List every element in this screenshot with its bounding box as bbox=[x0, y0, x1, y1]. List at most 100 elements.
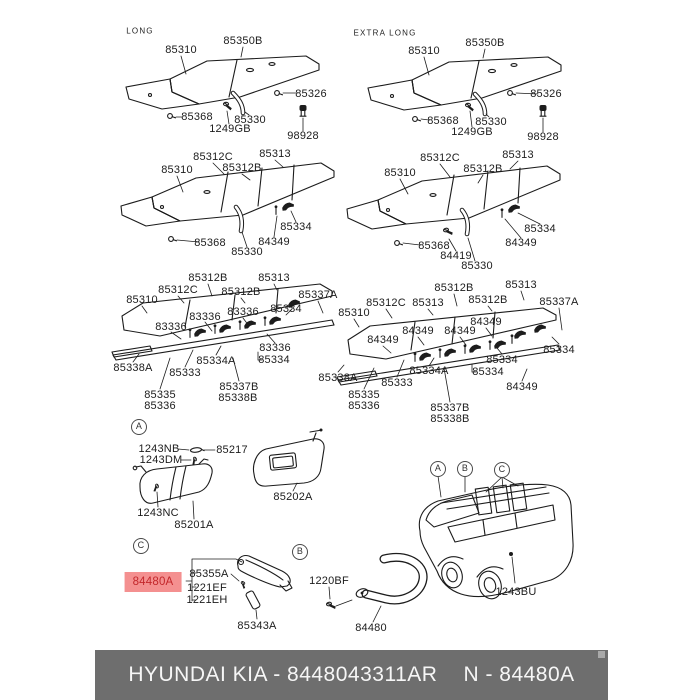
part-label-85313: 85313 bbox=[502, 149, 534, 161]
part-label-1249gb: 1249GB bbox=[209, 123, 251, 135]
part-label-85338b: 85338B bbox=[430, 413, 470, 425]
part-label-84349: 84349 bbox=[505, 237, 537, 249]
part-label-84349: 84349 bbox=[402, 325, 434, 337]
part-label-85312b: 85312B bbox=[434, 282, 474, 294]
part-label-85312c: 85312C bbox=[193, 151, 233, 163]
roof-trim-extra-long-drawing bbox=[336, 290, 563, 403]
footer-bar: HYUNDAI KIA - 8448043311AR N - 84480A bbox=[95, 650, 608, 700]
part-label-85310: 85310 bbox=[408, 45, 440, 57]
part-label-85310: 85310 bbox=[384, 167, 416, 179]
part-label-85330: 85330 bbox=[234, 114, 266, 126]
part-label-85310: 85310 bbox=[161, 164, 193, 176]
part-label-85334: 85334 bbox=[486, 354, 518, 366]
part-label-85310: 85310 bbox=[126, 294, 158, 306]
part-label-85334: 85334 bbox=[472, 366, 504, 378]
footer-part-code: HYUNDAI KIA - 8448043311AR bbox=[128, 663, 438, 686]
part-label-85350b: 85350B bbox=[223, 35, 263, 47]
part-label-83336: 83336 bbox=[227, 306, 259, 318]
callout-circle-b: B bbox=[457, 461, 473, 477]
callout-circle-c: C bbox=[133, 538, 149, 554]
grab-handle-drawing bbox=[325, 552, 428, 623]
headliner-4piece-long-drawing bbox=[120, 159, 335, 248]
part-label-85334: 85334 bbox=[543, 344, 575, 356]
part-label-84349: 84349 bbox=[258, 236, 290, 248]
part-label-85338b: 85338B bbox=[218, 392, 258, 404]
assist-handle-drawing bbox=[185, 555, 293, 620]
part-label-85355a: 85355A bbox=[189, 568, 229, 580]
part-label-85326: 85326 bbox=[530, 88, 562, 100]
part-label-85333: 85333 bbox=[381, 377, 413, 389]
part-label-85337a: 85337A bbox=[539, 296, 579, 308]
part-label-85337b: 85337B bbox=[219, 381, 259, 393]
part-label-85313: 85313 bbox=[505, 279, 537, 291]
part-label-85338a: 85338A bbox=[113, 362, 153, 374]
part-label-85313: 85313 bbox=[258, 272, 290, 284]
retainer-clip bbox=[245, 590, 261, 610]
part-label-85337b: 85337B bbox=[430, 402, 470, 414]
part-label-85335: 85335 bbox=[348, 389, 380, 401]
part-label-85343a: 85343A bbox=[237, 620, 277, 632]
part-label-85368: 85368 bbox=[181, 111, 213, 123]
part-label-85330: 85330 bbox=[475, 116, 507, 128]
minivan-drawing bbox=[418, 475, 574, 600]
headliner-extra-long-drawing bbox=[367, 48, 562, 133]
part-label-83336: 83336 bbox=[155, 321, 187, 333]
part-label-85368: 85368 bbox=[418, 240, 450, 252]
part-label-85334a: 85334A bbox=[409, 365, 449, 377]
part-label-98928: 98928 bbox=[287, 130, 319, 142]
part-label-85201a: 85201A bbox=[174, 519, 214, 531]
part-label-85337a: 85337A bbox=[298, 289, 338, 301]
part-label-83336: 83336 bbox=[189, 311, 221, 323]
part-label-85312b: 85312B bbox=[221, 286, 261, 298]
part-label-85312b: 85312B bbox=[463, 163, 503, 175]
part-label-85350b: 85350B bbox=[465, 37, 505, 49]
part-label-85334: 85334 bbox=[258, 354, 290, 366]
part-label-1220bf: 1220BF bbox=[309, 575, 349, 587]
footer-ref-code: N - 84480A bbox=[463, 663, 575, 686]
part-label-85310: 85310 bbox=[338, 307, 370, 319]
callout-circle-c: C bbox=[494, 462, 510, 478]
part-label-85334: 85334 bbox=[270, 303, 302, 315]
part-label-85326: 85326 bbox=[295, 88, 327, 100]
part-label-85202a: 85202A bbox=[273, 491, 313, 503]
callout-circle-a: A bbox=[131, 419, 147, 435]
part-label-84349: 84349 bbox=[367, 334, 399, 346]
callout-circle-a: A bbox=[430, 461, 446, 477]
part-label-85334a: 85334A bbox=[196, 355, 236, 367]
part-label-1243dm: 1243DM bbox=[139, 454, 183, 466]
part-label-85312b: 85312B bbox=[468, 294, 508, 306]
roof-trim-long-drawing bbox=[111, 283, 335, 390]
part-label-85334: 85334 bbox=[524, 223, 556, 235]
footer-corner-mark bbox=[598, 651, 605, 658]
part-label-1243nb: 1243NB bbox=[138, 443, 180, 455]
part-label-85312b: 85312B bbox=[222, 162, 262, 174]
part-label-85217: 85217 bbox=[216, 444, 248, 456]
part-label-84480: 84480 bbox=[355, 622, 387, 634]
part-label-85312b: 85312B bbox=[188, 272, 228, 284]
part-label-83336: 83336 bbox=[259, 342, 291, 354]
part-label-1243nc: 1243NC bbox=[137, 507, 179, 519]
part-label-84349: 84349 bbox=[444, 325, 476, 337]
part-label-85334: 85334 bbox=[280, 221, 312, 233]
part-label-1243bu: 1243BU bbox=[495, 586, 537, 598]
visor-rod-icon bbox=[189, 447, 205, 453]
part-label-1249gb: 1249GB bbox=[451, 126, 493, 138]
part-label-85338a: 85338A bbox=[318, 372, 358, 384]
headliner-long-drawing bbox=[125, 46, 320, 132]
part-label-1221eh: 1221EH bbox=[186, 594, 228, 606]
part-label-84480a: 84480A bbox=[124, 572, 182, 592]
part-label-long: LONG bbox=[126, 26, 154, 36]
part-label-85313: 85313 bbox=[412, 297, 444, 309]
part-label-85368: 85368 bbox=[427, 115, 459, 127]
part-label-85312c: 85312C bbox=[420, 152, 460, 164]
part-label-84419: 84419 bbox=[440, 250, 472, 262]
part-label-85310: 85310 bbox=[165, 44, 197, 56]
part-label-85335: 85335 bbox=[144, 389, 176, 401]
part-label-85313: 85313 bbox=[259, 148, 291, 160]
part-label-85330: 85330 bbox=[231, 246, 263, 258]
part-label-84349: 84349 bbox=[506, 381, 538, 393]
part-label-extra-long: EXTRA LONG bbox=[353, 28, 417, 38]
part-label-85368: 85368 bbox=[194, 237, 226, 249]
part-label-85312c: 85312C bbox=[366, 297, 406, 309]
